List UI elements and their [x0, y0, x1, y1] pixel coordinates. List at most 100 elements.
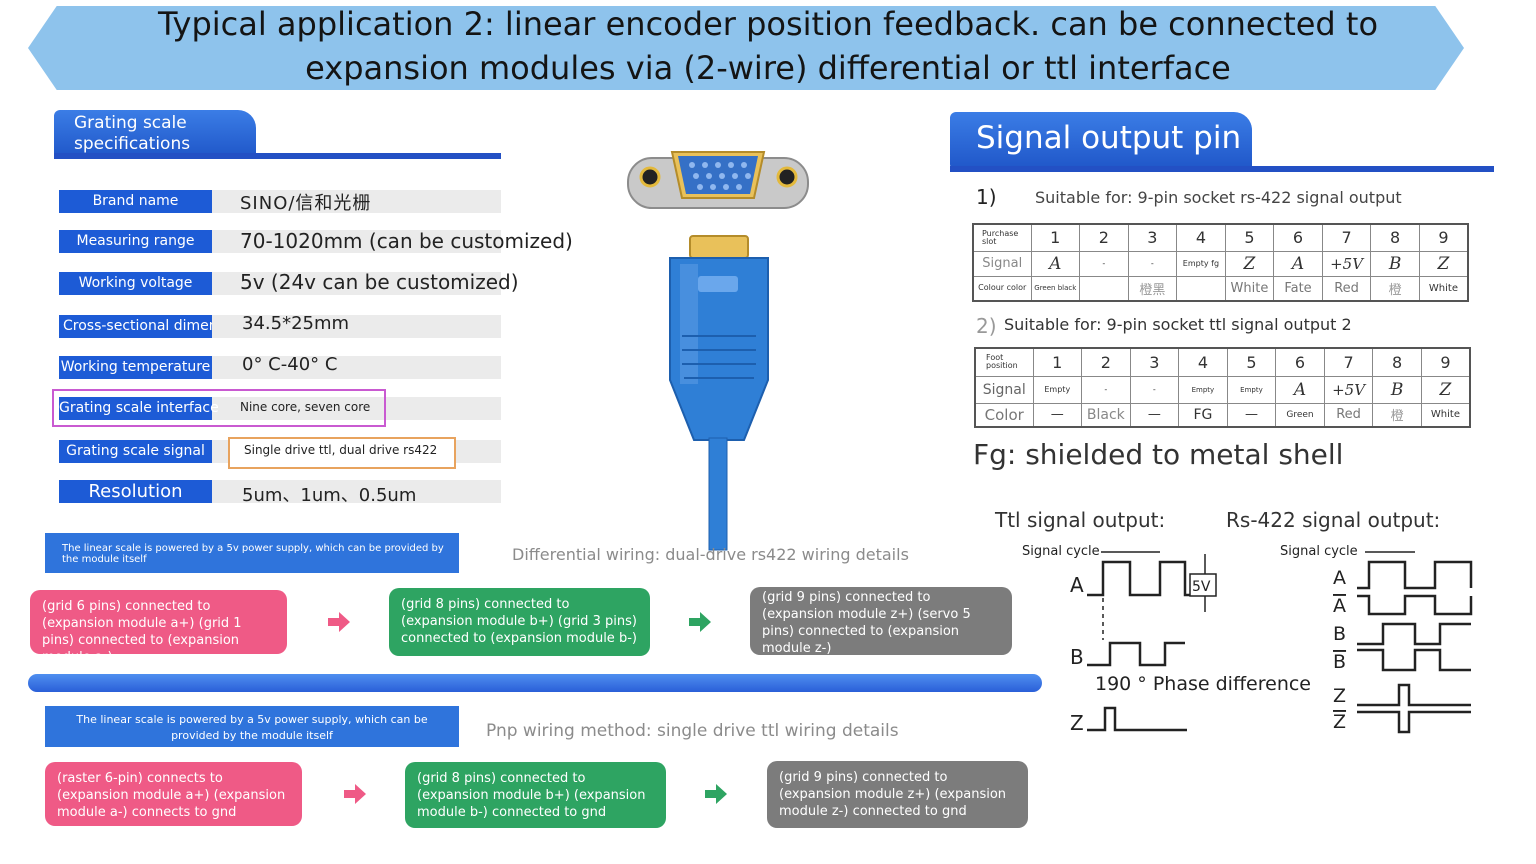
- color-cell: —: [1032, 402, 1083, 428]
- spec-label: Grating scale signal: [59, 440, 212, 463]
- rs422-waveform-diagram: Signal cycle A A B B Z Z: [1280, 544, 1473, 734]
- rs422-z-wave: [1357, 683, 1471, 707]
- row-label: Signal: [972, 250, 1032, 277]
- spec-value: 5um、1um、0.5um: [242, 485, 417, 506]
- pin-cell: 3: [1127, 223, 1178, 252]
- pin-cell: 2: [1081, 347, 1131, 377]
- ttl-label-b: B: [1070, 645, 1084, 669]
- rs422-label-b-bar: B: [1333, 651, 1346, 673]
- spec-label: Working voltage: [59, 272, 212, 295]
- rs422-a-wave: [1357, 560, 1473, 590]
- rs422-label-a: A: [1333, 567, 1346, 589]
- rs422-label-z: Z: [1333, 685, 1346, 707]
- db9-connector-cable-illustration: [627, 151, 809, 551]
- db9-connector-face: [627, 151, 809, 209]
- color-cell: —: [1129, 402, 1180, 428]
- signal-cell: A: [1030, 250, 1081, 277]
- spec-bar: [212, 272, 501, 295]
- pnp-heading: Pnp wiring method: single drive ttl wiri…: [486, 721, 899, 741]
- color-cell: Black: [1081, 402, 1131, 428]
- ttl-label-z: Z: [1070, 711, 1084, 735]
- pin-cell: 6: [1273, 223, 1323, 252]
- differential-step-pin6: (grid 6 pins) connected to (expansion mo…: [30, 590, 287, 665]
- rs422-pin-table: Purchase slot 1 2 3 4 5 6 7 8 9 Signal A…: [972, 223, 1469, 302]
- signal-row: Signal A - - Empty fg Z A +5V B Z: [972, 250, 1469, 277]
- arrow-right-icon: [689, 612, 711, 632]
- signal-output-heading-tab: Signal output pin: [950, 112, 1252, 170]
- signal-cell: Empty fg: [1176, 250, 1226, 277]
- banner-title-line1: Typical application 2: linear encoder po…: [157, 5, 1379, 43]
- banner-title-line2: expansion modules via (2-wire) different…: [305, 49, 1231, 87]
- pin-cell: 2: [1079, 223, 1129, 252]
- table2-number: 2): [976, 314, 997, 338]
- signal-output-underline: [950, 166, 1494, 172]
- color-cell: Fate: [1273, 275, 1323, 302]
- pin-number-row: Foot position 1 2 3 4 5 6 7 8 9: [974, 347, 1471, 377]
- color-cell: [1079, 275, 1129, 302]
- signal-cell: +5V: [1321, 250, 1372, 277]
- arrow-right-icon: [344, 784, 366, 804]
- 5v-marker-box: [1189, 573, 1217, 597]
- pin-cell: 9: [1420, 347, 1471, 377]
- signal-highlight-frame: [228, 437, 456, 469]
- color-row: Colour color Green black 橙黑 White Fate R…: [972, 275, 1469, 302]
- signal-cell: -: [1129, 375, 1180, 404]
- rs422-output-title: Rs-422 signal output:: [1226, 508, 1441, 532]
- ttl-label-a: A: [1070, 573, 1084, 597]
- color-cell: 橙黑: [1127, 275, 1178, 302]
- signal-cell: Empty: [1178, 375, 1228, 404]
- db9-plug-body: [669, 235, 769, 551]
- signal-output-heading: Signal output pin: [976, 120, 1242, 156]
- ttl-a-wave: [1087, 560, 1199, 597]
- rs422-label-z-bar: Z: [1333, 711, 1346, 733]
- specs-heading-line1: Grating scale: [74, 113, 187, 133]
- ttl-z-wave: [1087, 706, 1187, 732]
- pin-cell: 7: [1323, 347, 1374, 377]
- differential-step-pin8: (grid 8 pins) connected to (expansion mo…: [389, 588, 650, 656]
- ttl-5v-label: 5V: [1192, 579, 1211, 595]
- specs-heading-tab: Grating scale specifications: [54, 110, 256, 158]
- spec-label: Grating scale interface: [59, 397, 219, 420]
- spec-label: Measuring range: [59, 230, 212, 253]
- ttl-waveform-diagram: Signal cycle A 5V B 190 ° Phase differen…: [1022, 544, 1311, 735]
- signal-cell: Z: [1420, 375, 1471, 404]
- ttl-b-wave: [1087, 641, 1185, 667]
- signal-cell: -: [1079, 250, 1129, 277]
- color-cell: White: [1420, 402, 1471, 428]
- pin-cell: 4: [1176, 223, 1226, 252]
- rs422-b-wave: [1357, 622, 1471, 646]
- signal-cell: Empty: [1032, 375, 1083, 404]
- pin-cell: 7: [1321, 223, 1372, 252]
- signal-cell: Empty: [1226, 375, 1277, 404]
- color-cell: Green black: [1030, 275, 1081, 302]
- pnp-step-pin8: (grid 8 pins) connected to (expansion mo…: [405, 762, 666, 828]
- color-cell: Red: [1323, 402, 1374, 428]
- row-label: Colour color: [972, 275, 1032, 302]
- pin-cell: 5: [1226, 347, 1277, 377]
- ttl-signal-cycle-label: Signal cycle: [1022, 544, 1100, 559]
- color-cell: White: [1224, 275, 1275, 302]
- signal-cell: B: [1370, 250, 1420, 277]
- table2-caption: Suitable for: 9-pin socket ttl signal ou…: [1004, 315, 1352, 334]
- title-banner: [28, 6, 1464, 90]
- signal-cell: A: [1275, 375, 1325, 404]
- signal-cell: Z: [1224, 250, 1275, 277]
- row-label: Signal: [974, 375, 1034, 404]
- spec-label: Brand name: [59, 190, 212, 213]
- signal-cell: -: [1081, 375, 1131, 404]
- spec-value: Single drive ttl, dual drive rs422: [244, 443, 438, 457]
- table1-caption: Suitable for: 9-pin socket rs-422 signal…: [1035, 188, 1402, 207]
- color-cell: 橙: [1372, 402, 1422, 428]
- spec-value: 0° C-40° C: [242, 354, 338, 375]
- signal-cell: Z: [1418, 250, 1469, 277]
- differential-step-pin9: (grid 9 pins) connected to (expansion mo…: [750, 587, 1012, 656]
- color-cell: Red: [1321, 275, 1372, 302]
- fg-note: Fg: shielded to metal shell: [973, 438, 1344, 471]
- rs422-label-b: B: [1333, 623, 1346, 645]
- spec-label: Resolution: [59, 480, 212, 503]
- pin-cell: 1: [1030, 223, 1081, 252]
- pin-number-row: Purchase slot 1 2 3 4 5 6 7 8 9: [972, 223, 1469, 252]
- spec-bar: [212, 397, 501, 420]
- pin-cell: 8: [1370, 223, 1420, 252]
- spec-bar: [212, 356, 501, 379]
